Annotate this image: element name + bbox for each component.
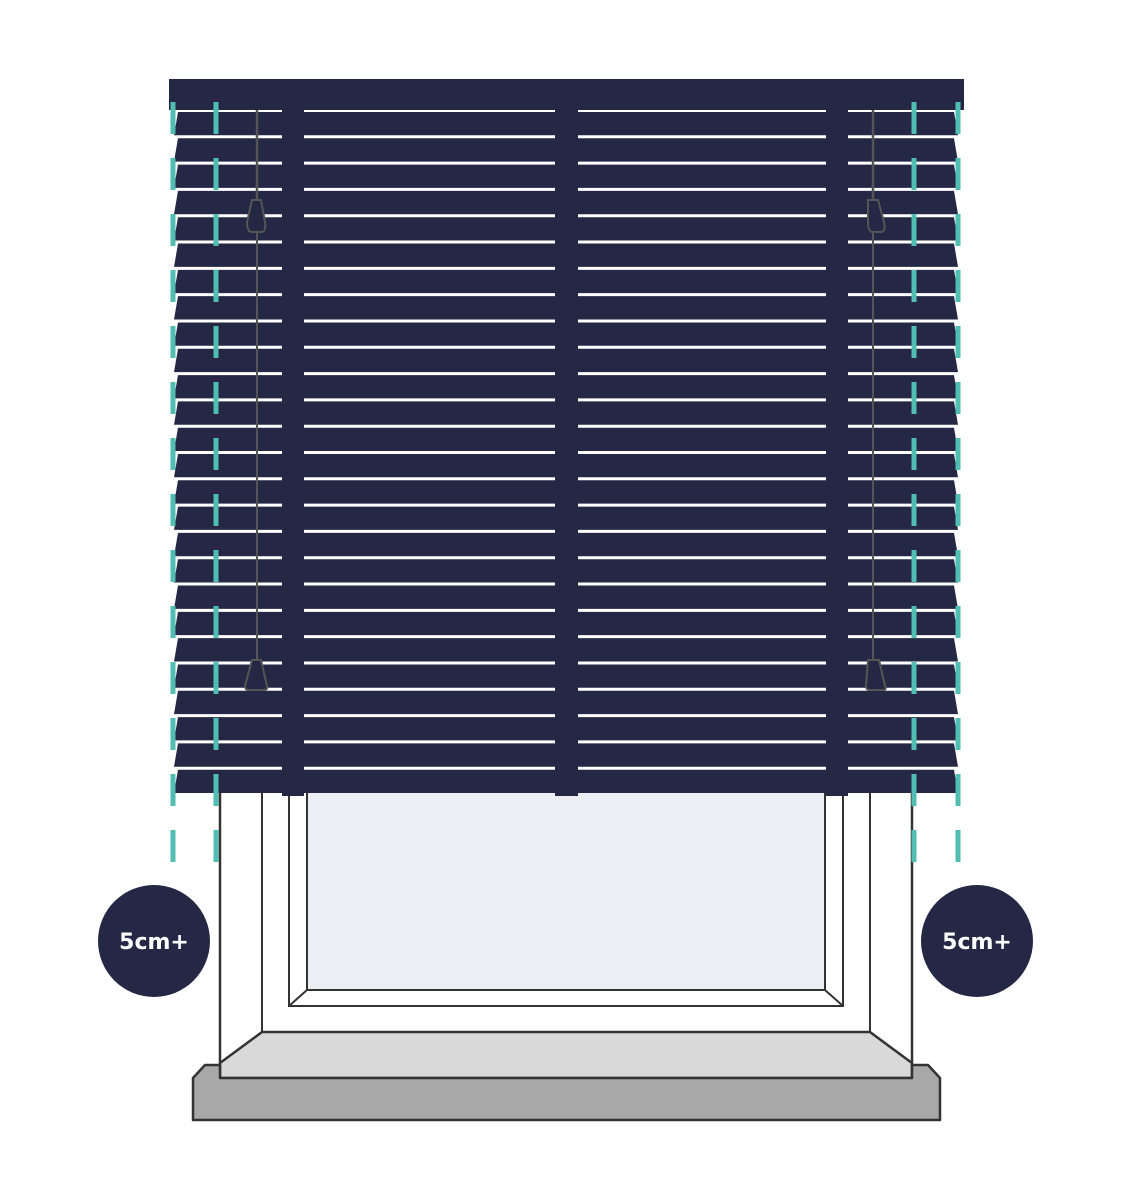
- overlap-guides: [170, 102, 961, 870]
- glass-bevel-right: [824, 989, 844, 1007]
- badge-right-label: 5cm+: [942, 930, 1012, 955]
- cord-tassel-left-upper: [245, 199, 267, 233]
- window-glass: [306, 779, 826, 991]
- blind-headrail: [169, 79, 964, 110]
- blind-tape-right: [826, 110, 848, 796]
- blind-tape-left: [282, 110, 304, 796]
- window-frame: [218, 778, 914, 1072]
- badge-left: 5cm+: [98, 885, 210, 997]
- cord-tassel-left-lower: [243, 659, 269, 691]
- badge-right-circle: [921, 885, 1033, 997]
- badge-right: 5cm+: [921, 885, 1033, 997]
- cord-tassel-right-lower: [864, 659, 887, 691]
- cord-tassel-right-upper: [867, 199, 886, 233]
- pull-cords: [243, 110, 887, 691]
- blind-tape-center: [555, 110, 578, 796]
- sill-front: [191, 1063, 942, 1122]
- badge-left-circle: [98, 885, 210, 997]
- glass-bevel-left: [288, 989, 308, 1007]
- sill-top: [218, 1030, 914, 1080]
- window-sill: [191, 1030, 942, 1122]
- badge-left-label: 5cm+: [119, 930, 189, 955]
- blind: [169, 79, 964, 796]
